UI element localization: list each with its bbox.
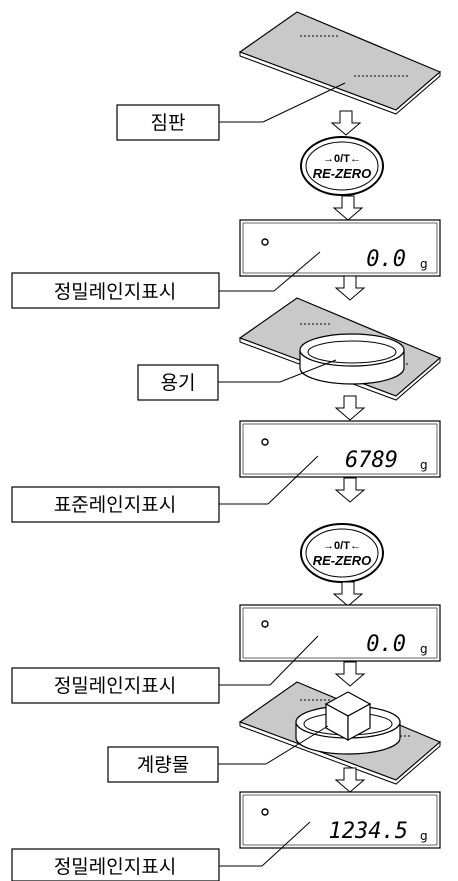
pan-leader-line xyxy=(262,82,346,123)
stable-indicator-icon xyxy=(261,438,269,446)
container-dish-icon xyxy=(299,333,405,385)
display-2-unit: g xyxy=(420,458,428,472)
display-2: 6789 g xyxy=(239,420,441,478)
down-arrow-4 xyxy=(335,395,365,421)
stable-indicator-icon xyxy=(261,808,269,816)
display-1-leader-line xyxy=(273,251,321,292)
display-4: 1234.5 g xyxy=(239,791,441,849)
sample-label: 계량물 xyxy=(137,754,189,776)
precision-range-label-box-3: 정밀레인지표시 xyxy=(11,848,262,881)
down-arrow-5 xyxy=(335,477,365,503)
standard-range-label: 표준레인지표시 xyxy=(54,494,176,516)
stable-indicator-icon xyxy=(261,238,269,246)
down-arrow-8 xyxy=(335,767,365,793)
weighing-pan xyxy=(238,11,442,115)
display-4-unit: g xyxy=(420,829,428,843)
display-4-leader-line xyxy=(261,821,311,867)
display-2-leader-line xyxy=(267,455,319,505)
sample-label-box: 계량물 xyxy=(107,746,266,783)
standard-range-label-box: 표준레인지표시 xyxy=(11,486,268,523)
precision-range-label-1: 정밀레인지표시 xyxy=(54,281,176,303)
display-3: 0.0 g xyxy=(239,604,441,662)
down-arrow-3 xyxy=(335,275,365,301)
sample-leader-line xyxy=(265,725,329,765)
rezero-button-2-bottom-label: RE-ZERO xyxy=(313,553,372,568)
precision-range-label-box-1: 정밀레인지표시 xyxy=(11,272,274,309)
display-1-value: 0.0 xyxy=(366,247,406,272)
display-1-unit: g xyxy=(420,257,428,271)
rezero-button-1-bottom-label: RE-ZERO xyxy=(313,166,372,181)
rezero-button-2[interactable]: →0/T← RE-ZERO xyxy=(300,523,384,583)
container-label: 용기 xyxy=(161,372,196,394)
down-arrow-7 xyxy=(335,661,365,687)
down-arrow-2 xyxy=(333,195,363,221)
pan-with-sample xyxy=(238,681,442,785)
stable-indicator-icon xyxy=(261,620,269,628)
precision-range-label-3: 정밀레인지표시 xyxy=(54,856,176,878)
container-label-box: 용기 xyxy=(137,364,280,401)
down-arrow-1 xyxy=(331,110,361,136)
rezero-button-1[interactable]: →0/T← RE-ZERO xyxy=(300,136,384,196)
pan-label-box: 짐판 xyxy=(116,104,263,141)
rezero-button-2-top-label: →0/T← xyxy=(323,540,361,552)
precision-range-label-box-2: 정밀레인지표시 xyxy=(11,667,270,704)
precision-range-label-2: 정밀레인지표시 xyxy=(54,675,176,697)
display-2-value: 6789 xyxy=(345,448,398,473)
display-1: 0.0 g xyxy=(239,219,441,277)
display-3-unit: g xyxy=(420,642,428,656)
rezero-button-1-top-label: →0/T← xyxy=(323,153,361,165)
container-leader-line xyxy=(279,359,337,383)
down-arrow-6 xyxy=(333,581,363,607)
display-4-value: 1234.5 xyxy=(329,819,408,844)
display-3-value: 0.0 xyxy=(366,632,406,657)
pan-with-container xyxy=(238,297,442,401)
pan-label: 짐판 xyxy=(151,112,186,134)
sample-cube-icon xyxy=(324,691,372,742)
display-3-leader-line xyxy=(269,635,319,686)
